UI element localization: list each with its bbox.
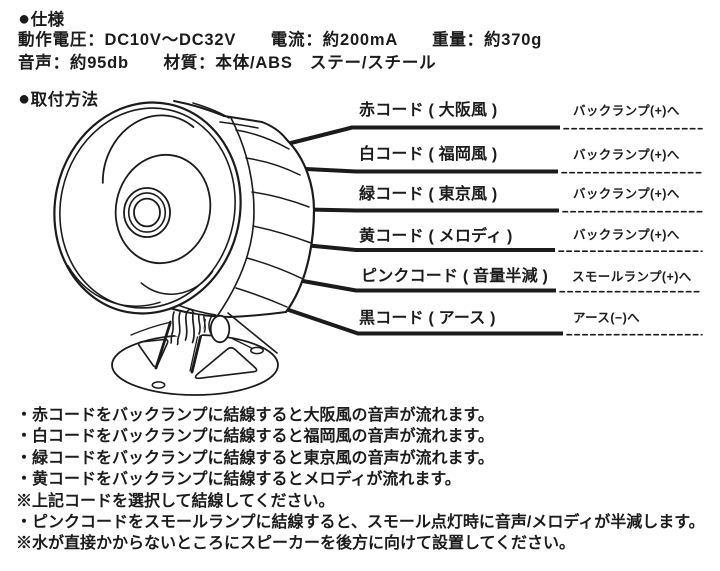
note-yellow: ・黄コードをバックランプに結線するとメロディが流れます。 — [16, 471, 461, 489]
wire-label-pink: ピンクコード ( 音量半減 ) — [361, 267, 548, 285]
wire-dest-black: アース(−)へ — [573, 310, 641, 325]
dashed-lines — [558, 127, 703, 336]
note-green: ・緑コードをバックランプに結線すると東京風の音声が流れます。 — [16, 449, 494, 467]
wire-dest-yellow: バックランプ(+)へ — [573, 228, 680, 242]
wire-dest-white: バックランプ(+)へ — [573, 147, 680, 162]
wire-green — [306, 207, 559, 213]
pivot-knob — [209, 314, 231, 344]
wire-label-white: 白コード ( 福岡風 ) — [359, 145, 498, 163]
wire-dest-red: バックランプ(+)へ — [573, 103, 680, 118]
spec-line-voltage: 動作電圧：DC10V～DC32V 電流：約200mA 重量：約370g — [18, 30, 543, 49]
wire-label-yellow: 黄コード ( メロディ ) — [359, 227, 513, 245]
wire-dest-green: バックランプ(+)へ — [573, 186, 680, 201]
wire-dest-pink: スモールランプ(+)へ — [572, 269, 692, 284]
wire-red — [284, 125, 560, 147]
note-white: ・白コードをバックランプに結線すると福岡風の音声が流れます。 — [16, 428, 494, 446]
speaker-face — [53, 101, 242, 315]
spec-line-sound: 音声：約95db 材質：本体/ABS ステー/スチール — [18, 53, 437, 72]
wire-label-red: 赤コード ( 大阪風 ) — [359, 102, 498, 119]
wire-label-green: 緑コード ( 東京風 ) — [359, 185, 498, 203]
wire-white — [295, 166, 558, 174]
spec-heading: ●仕様 — [18, 8, 65, 30]
note-water: ※水が直接かからないところにスピーカーを後方に向けて設置してください。 — [16, 535, 576, 553]
wire-black — [276, 304, 563, 336]
note-select: ※上記コードを選択して結線してください。 — [16, 492, 335, 510]
wire-lines — [276, 125, 563, 336]
wire-label-black: 黒コード ( アース ) — [359, 310, 496, 327]
boot-bellows — [170, 308, 231, 346]
note-pink: ・ピンクコードをスモールランプに結線すると、スモール点灯時に音声/メロディが半減… — [16, 514, 705, 531]
wire-pink — [299, 278, 556, 293]
wire-yellow — [308, 243, 555, 252]
note-red: ・赤コードをバックランプに結線すると大阪風の音声が流れます。 — [16, 407, 494, 424]
install-heading: ●取付方法 — [18, 87, 99, 110]
